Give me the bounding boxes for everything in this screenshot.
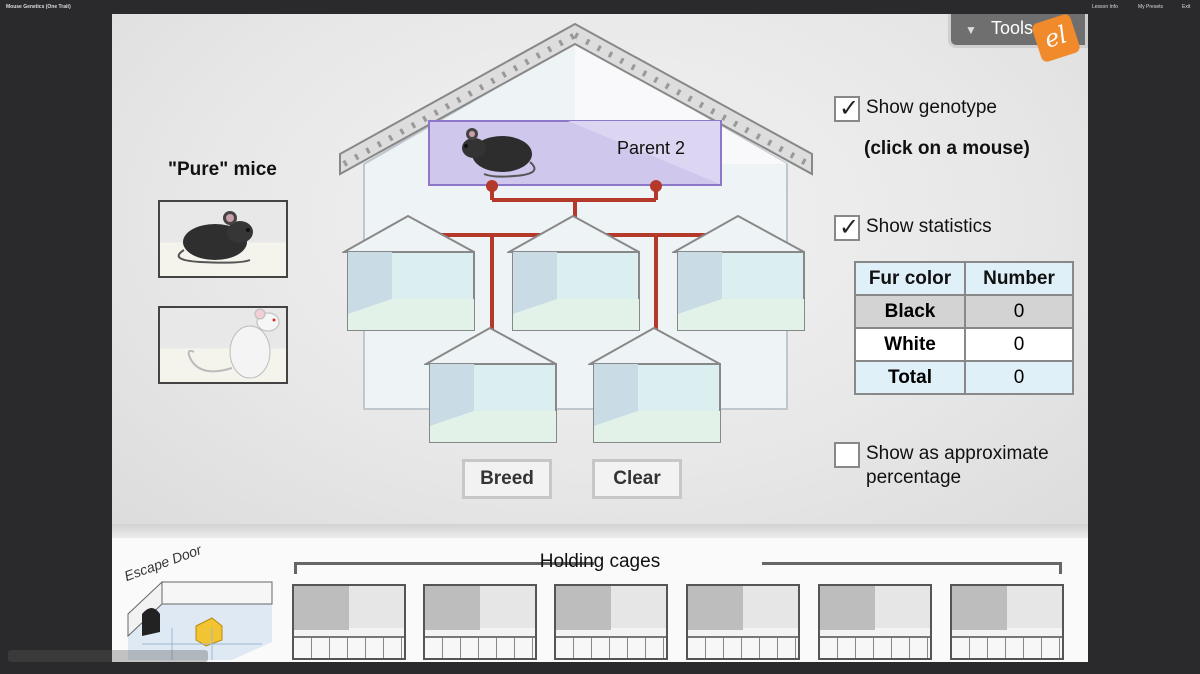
black-mouse-icon	[177, 211, 253, 264]
stats-header-number: Number	[964, 261, 1074, 296]
parent2-allele-dot	[650, 180, 662, 192]
breed-button[interactable]: Breed	[462, 459, 552, 499]
holding-bracket-right	[762, 562, 1062, 565]
window-title: Mouse Genetics (One Trait)	[6, 4, 71, 10]
stats-label-black: Black	[854, 294, 966, 329]
statistics-table: Fur color Number Black 0 White 0 Total 0	[854, 261, 1074, 395]
holding-cage-4[interactable]	[686, 584, 800, 660]
parent2-label: Parent 2	[617, 138, 686, 158]
triangle-down-icon: ▼	[965, 23, 977, 37]
show-genotype-label: Show genotype	[866, 97, 997, 118]
gizmo-stage: Parent 2	[112, 14, 1088, 662]
stats-label-total: Total	[854, 360, 966, 395]
holding-cages-label: Holding cages	[539, 551, 661, 572]
stats-value-white: 0	[964, 327, 1074, 362]
checkmark-icon: ✓	[839, 95, 860, 122]
show-genotype-option[interactable]: ✓ Show genotype	[834, 95, 997, 122]
holding-cage-3[interactable]	[554, 584, 668, 660]
stats-value-total: 0	[964, 360, 1074, 395]
parent1-allele-dot	[486, 180, 498, 192]
holding-bracket-left	[294, 562, 594, 565]
menu-lesson-info[interactable]: Lesson Info	[1092, 4, 1118, 10]
show-percentage-checkbox[interactable]	[834, 442, 860, 468]
holding-cage-6[interactable]	[950, 584, 1064, 660]
table-row: Black 0	[854, 294, 1074, 329]
show-percentage-label-line2: percentage	[866, 467, 962, 488]
show-percentage-label-line1: Show as approximate	[866, 443, 1049, 464]
escape-door[interactable]	[112, 574, 282, 662]
show-statistics-checkbox[interactable]: ✓	[834, 214, 860, 241]
stats-label-white: White	[854, 327, 966, 362]
show-genotype-checkbox[interactable]: ✓	[834, 95, 860, 122]
pure-mouse-black[interactable]	[158, 200, 288, 278]
menu-my-presets[interactable]: My Presets	[1138, 4, 1164, 10]
stats-header-fur: Fur color	[854, 261, 966, 296]
offspring-cage-3[interactable]	[672, 214, 808, 332]
taskbar	[8, 650, 208, 662]
clear-button[interactable]: Clear	[592, 459, 682, 499]
holding-cage-1[interactable]	[292, 584, 406, 660]
offspring-cage-2[interactable]	[507, 214, 643, 332]
menu-exit[interactable]: Exit	[1182, 4, 1191, 10]
holding-cage-2[interactable]	[423, 584, 537, 660]
house-roof	[339, 22, 813, 176]
white-mouse-icon	[187, 308, 280, 379]
show-percentage-option[interactable]: Show as approximate percentage	[834, 442, 1049, 490]
offspring-cage-4[interactable]	[424, 326, 560, 444]
click-hint: (click on a mouse)	[864, 138, 1030, 159]
show-statistics-label: Show statistics	[866, 216, 992, 237]
parent1-mouse[interactable]	[454, 122, 544, 182]
pure-mice-title: "Pure" mice	[168, 159, 277, 180]
tools-label: Tools	[991, 18, 1034, 38]
holding-cage-5[interactable]	[818, 584, 932, 660]
stats-value-black: 0	[964, 294, 1074, 329]
panel-divider	[112, 524, 1088, 538]
offspring-cage-5[interactable]	[588, 326, 724, 444]
pure-mouse-white[interactable]	[158, 306, 288, 384]
title-bar: Mouse Genetics (One Trait) Lesson Info M…	[0, 0, 1200, 14]
show-statistics-option[interactable]: ✓ Show statistics	[834, 214, 992, 241]
table-row: Total 0	[854, 360, 1074, 395]
offspring-cage-1[interactable]	[342, 214, 478, 332]
checkmark-icon: ✓	[839, 214, 860, 241]
table-row: White 0	[854, 327, 1074, 362]
